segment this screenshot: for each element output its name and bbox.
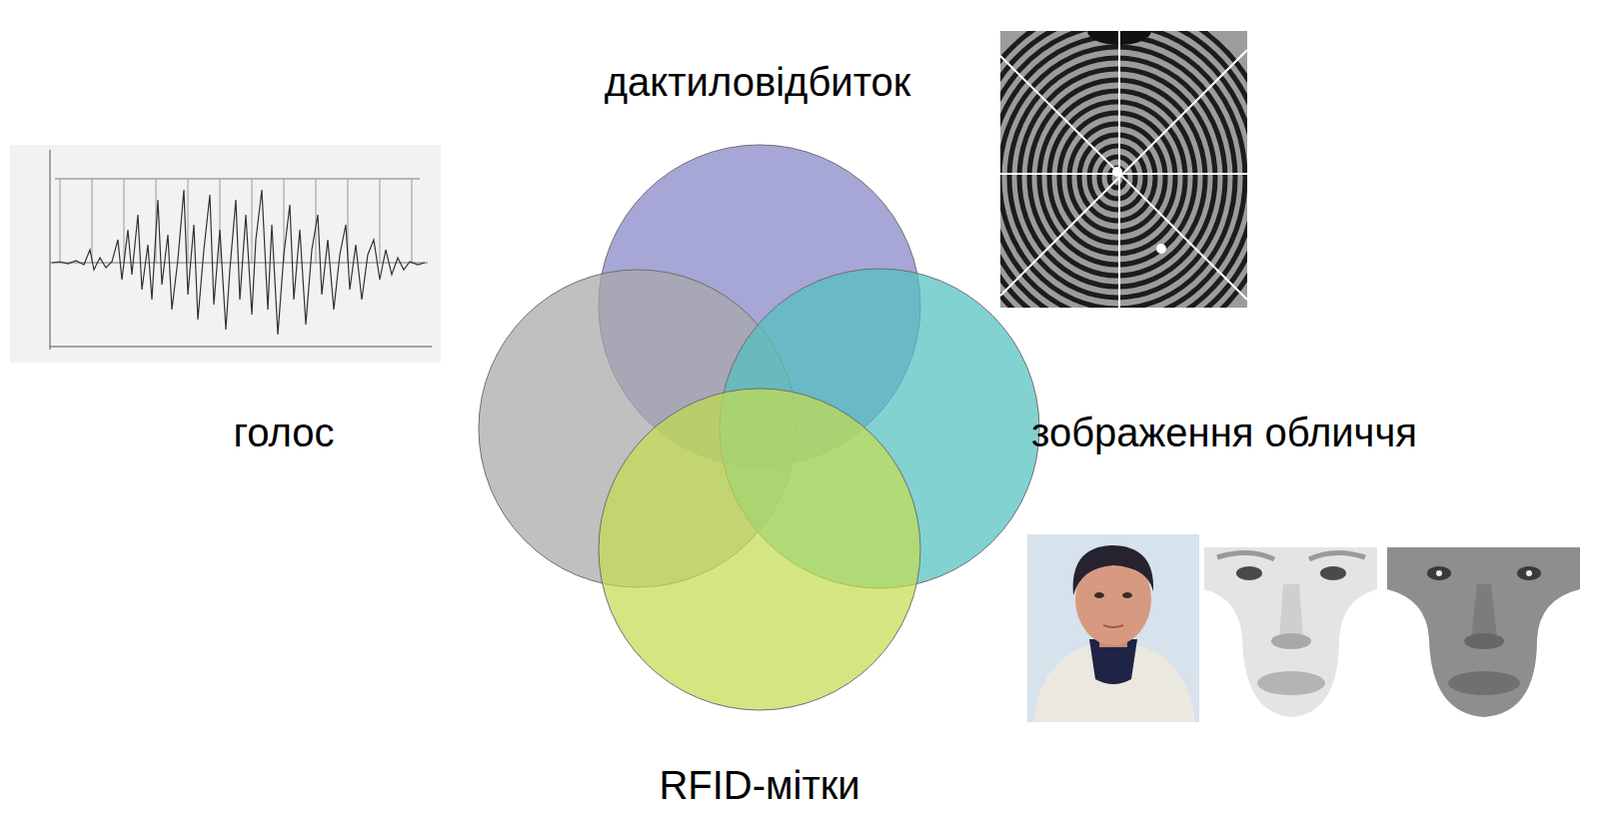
face-normalized bbox=[1204, 547, 1378, 718]
circle-shape bbox=[598, 388, 921, 711]
face-model bbox=[1387, 547, 1581, 718]
circle-label: голос bbox=[230, 408, 336, 457]
label-holder: RFID-мітки bbox=[656, 761, 862, 810]
venn-circle: RFID-мітки bbox=[597, 387, 922, 712]
face-photo bbox=[1027, 534, 1200, 723]
circle-label: RFID-мітки bbox=[656, 761, 862, 810]
label-holder: дактиловідбиток bbox=[602, 57, 914, 106]
label-holder: голос bbox=[230, 408, 336, 457]
circle-label: дактиловідбиток bbox=[602, 57, 914, 106]
circle-label: зображення обличчя bbox=[1029, 408, 1420, 457]
label-holder: зображення обличчя bbox=[1029, 408, 1420, 457]
fingerprint-image bbox=[1000, 30, 1248, 308]
circle-outline bbox=[597, 387, 922, 712]
voice-waveform bbox=[9, 144, 441, 363]
